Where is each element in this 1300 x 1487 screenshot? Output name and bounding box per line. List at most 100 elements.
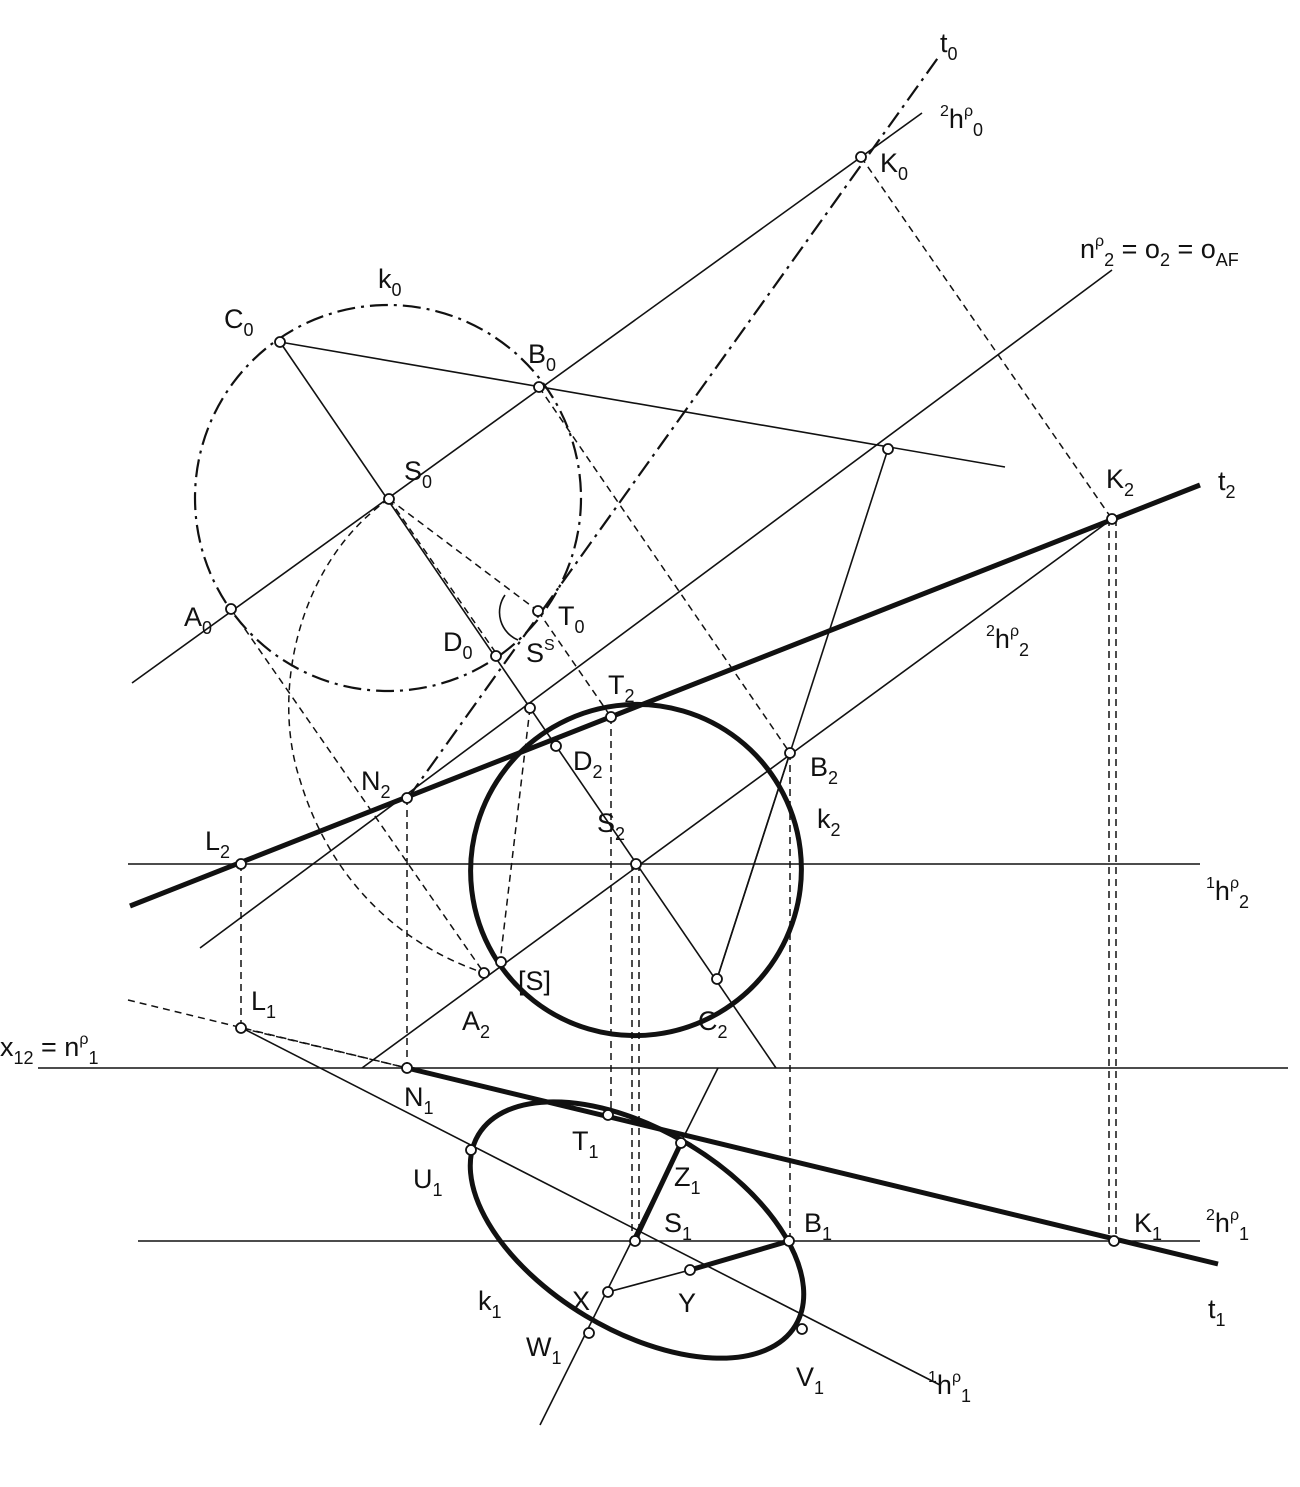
label-n_o: nρ2 = o2 = oAF xyxy=(1080,233,1239,270)
point-y xyxy=(684,1264,696,1276)
label-k0: K0 xyxy=(880,148,908,184)
label-n2: N2 xyxy=(361,766,391,802)
point-a0 xyxy=(225,603,237,615)
segment-y-b1 xyxy=(689,1238,790,1273)
point-l2 xyxy=(235,858,247,870)
label-a0: A0 xyxy=(184,602,212,638)
label-d2: D2 xyxy=(573,746,603,782)
point-a2 xyxy=(478,967,490,979)
point-b0 xyxy=(533,381,545,393)
label-b1: B1 xyxy=(804,1208,832,1244)
right-angle-arc xyxy=(498,594,519,641)
segment-s1-z1 xyxy=(632,1141,684,1242)
thick-lines xyxy=(129,482,1219,1361)
line-t0 xyxy=(407,54,941,799)
point-k1 xyxy=(1108,1235,1120,1247)
label-a2: A2 xyxy=(462,1006,490,1042)
label-l2: L2 xyxy=(205,826,230,862)
label-c2: C2 xyxy=(698,1006,728,1042)
dashed-lines xyxy=(127,156,1117,1241)
label-c0: C0 xyxy=(224,304,254,340)
label-t1: t1 xyxy=(1208,1294,1226,1330)
label-t0: t0 xyxy=(940,28,958,64)
label-s2: S2 xyxy=(597,808,625,844)
label-k2: K2 xyxy=(1106,464,1134,500)
label-s1: S1 xyxy=(664,1208,692,1244)
dash-t0-t2 xyxy=(537,610,612,718)
line-2h-rho-0 xyxy=(131,112,923,684)
point-c2 xyxy=(711,973,723,985)
dash-circle-rotated xyxy=(288,498,485,974)
point-s2 xyxy=(630,858,642,870)
label-h1p1: 1hρ1 xyxy=(928,1369,971,1406)
point-d2 xyxy=(550,740,562,752)
line-n-rho-2 xyxy=(199,269,1113,949)
label-s0: S0 xyxy=(404,456,432,492)
dash-l1-n1-b xyxy=(240,1027,408,1069)
point-l1 xyxy=(235,1022,247,1034)
dash-s0-t0 xyxy=(388,498,539,612)
point-ss xyxy=(524,702,536,714)
circle-k0 xyxy=(193,303,583,693)
point-n2 xyxy=(401,792,413,804)
label-l1: L1 xyxy=(251,986,276,1022)
label-h2p0: 2hρ0 xyxy=(940,103,983,140)
points-layer xyxy=(225,151,1120,1339)
point-s1 xyxy=(629,1235,641,1247)
line-c2-b2 xyxy=(716,752,791,980)
label-h1p2: 1hρ2 xyxy=(1206,875,1249,912)
label-k1: k1 xyxy=(478,1286,502,1322)
ellipse-k2 xyxy=(468,701,804,1039)
point-c0 xyxy=(274,336,286,348)
point-s0 xyxy=(383,493,395,505)
label-h2p1: 2hρ1 xyxy=(1206,1207,1249,1244)
label-d0: D0 xyxy=(443,627,473,663)
label-u1: U1 xyxy=(413,1164,443,1200)
point-t2 xyxy=(605,711,617,723)
label-n1: N1 xyxy=(404,1082,434,1118)
point-v1 xyxy=(796,1323,808,1335)
dashdot-lines xyxy=(193,54,941,799)
line-s1-axis xyxy=(539,1067,719,1426)
label-ss: SS xyxy=(526,637,555,668)
dash-s0-n2 xyxy=(388,498,499,657)
point-k2 xyxy=(1106,513,1118,525)
label-t2: T2 xyxy=(608,670,635,706)
dash-b0-b2 xyxy=(538,386,791,754)
point-t1 xyxy=(602,1109,614,1121)
point-d0 xyxy=(490,650,502,662)
label-t0: T0 xyxy=(558,601,585,637)
label-y: Y xyxy=(678,1288,696,1318)
line-c0-b0 xyxy=(279,341,1006,468)
point-x xyxy=(602,1286,614,1298)
label-v1: V1 xyxy=(796,1362,824,1398)
point-b1 xyxy=(783,1235,795,1247)
point-sbr xyxy=(495,956,507,968)
point-k0 xyxy=(855,151,867,163)
line-1h-rho-1 xyxy=(241,1027,941,1386)
label-w1: W1 xyxy=(526,1332,562,1368)
label-x12: x12 = nρ1 xyxy=(0,1031,98,1068)
line-t2 xyxy=(129,482,1201,909)
label-k2: k2 xyxy=(817,804,841,840)
label-t1: T1 xyxy=(572,1126,599,1162)
label-k1: K1 xyxy=(1134,1208,1162,1244)
label-b2: B2 xyxy=(810,752,838,788)
dash-k0-k2 xyxy=(860,156,1113,520)
dash-a0-a2 xyxy=(230,608,485,974)
label-z1: Z1 xyxy=(674,1162,701,1198)
point-n1 xyxy=(401,1062,413,1074)
label-s_br: [S] xyxy=(518,966,551,996)
line-2h-rho-2 xyxy=(361,518,1113,1069)
point-aux1 xyxy=(882,443,894,455)
line-x-y xyxy=(607,1269,691,1293)
point-w1 xyxy=(583,1327,595,1339)
point-u1 xyxy=(465,1144,477,1156)
label-t2: t2 xyxy=(1218,466,1236,502)
label-k0: k0 xyxy=(378,264,402,300)
label-x: X xyxy=(572,1286,590,1316)
ellipse-k1 xyxy=(467,1099,807,1361)
